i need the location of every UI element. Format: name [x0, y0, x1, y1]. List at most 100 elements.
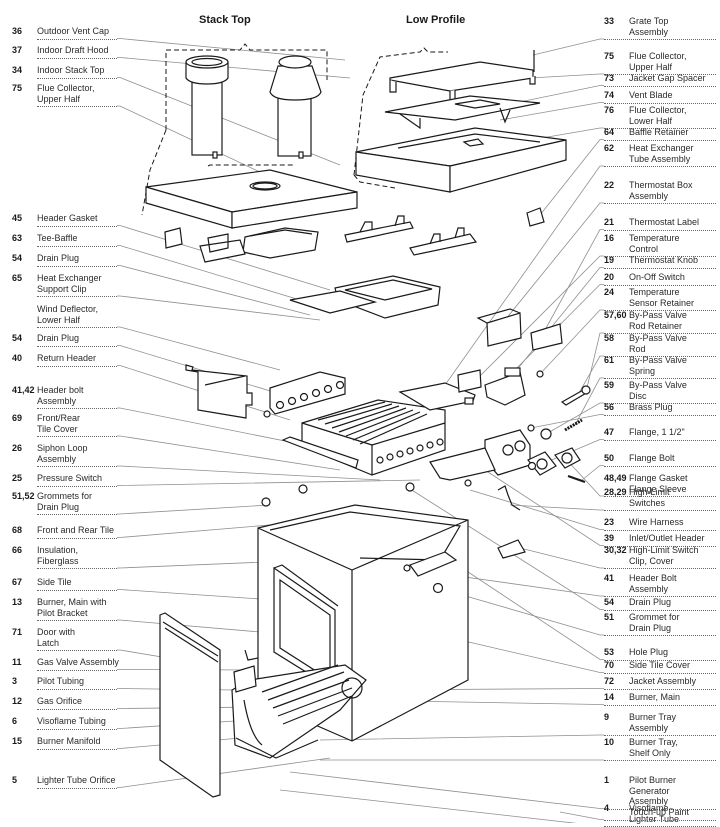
part-name: Temperature Sensor Retainer	[629, 287, 695, 308]
callout-underline	[37, 620, 117, 621]
burner-tray	[231, 664, 367, 759]
part-name: Flue Collector, Upper Half	[629, 51, 687, 72]
callout-underline	[37, 485, 117, 487]
part-name: Burner Tray Assembly	[629, 712, 677, 733]
tee-baffle-low	[344, 221, 414, 243]
part-number: 11	[12, 657, 22, 667]
leader-line	[494, 284, 604, 391]
part-name: Drain Plug	[629, 597, 672, 607]
part-number: 21	[604, 217, 615, 227]
callout-underline	[604, 529, 716, 531]
burner-main-end	[341, 677, 363, 699]
leader-line	[117, 326, 281, 371]
leader-line	[449, 559, 604, 660]
part-number: 54	[604, 597, 615, 607]
by-pass-valve-spring	[564, 418, 583, 432]
side-tile	[409, 551, 458, 577]
callout-underline	[604, 672, 716, 674]
part-number: 68	[12, 525, 23, 535]
part-number: 59	[604, 380, 615, 390]
callout-underline	[37, 728, 117, 730]
part-number: 28,29	[604, 487, 627, 497]
part-number: 48,49	[604, 473, 627, 483]
part-name: Burner Manifold	[37, 736, 101, 746]
switch-clip	[464, 397, 474, 405]
by-pass-valve-disc	[540, 428, 552, 440]
part-name: Front and Rear Tile	[37, 525, 115, 535]
part-name: Grate Top Assembly	[629, 16, 669, 37]
part-name: Pilot Tubing	[37, 676, 85, 686]
callout-underline	[604, 403, 716, 404]
part-number: 62	[604, 143, 615, 153]
callout-underline	[37, 568, 117, 569]
callout-underline	[604, 128, 716, 129]
leader-line	[564, 457, 604, 497]
callout-underline	[604, 85, 716, 87]
part-number: 61	[604, 355, 615, 365]
part-name: Visoflame Tubing	[37, 716, 106, 726]
stack-top-bracket	[165, 43, 328, 130]
part-name: Drain Plug	[37, 333, 80, 343]
leader-line	[117, 225, 331, 291]
part-name: Lighter Tube Orifice	[37, 775, 116, 785]
callout-underline	[604, 808, 716, 810]
part-name: Indoor Stack Top	[37, 65, 105, 75]
part-name: Pressure Switch	[37, 473, 103, 483]
part-number: 51	[604, 612, 615, 622]
callout-underline	[604, 284, 716, 286]
callout-underline	[604, 568, 716, 569]
callout-underline	[604, 102, 716, 104]
leader-line	[117, 295, 321, 321]
gas-valve-assembly	[233, 665, 257, 693]
leader-line	[469, 489, 604, 530]
front-rear-tile-cover	[281, 436, 359, 469]
part-name: Grommets for Drain Plug	[37, 491, 93, 512]
part-number: 23	[604, 517, 615, 527]
leader-line	[117, 265, 311, 316]
part-number: 10	[604, 737, 615, 747]
thermostat-box	[486, 312, 522, 347]
part-name: Header Gasket	[37, 213, 98, 223]
leader-line	[499, 102, 604, 121]
part-name: Side Tile	[37, 577, 72, 587]
part-number: 14	[604, 692, 615, 702]
part-name: Touch-up Paint	[629, 807, 690, 817]
part-name: Return Header	[37, 353, 97, 363]
part-name: Insulation, Fiberglass	[37, 545, 79, 566]
part-number: 65	[12, 273, 23, 283]
wind-deflector	[185, 364, 253, 419]
part-name: Wind Deflector, Lower Half	[37, 304, 99, 325]
flue-collector-lower	[242, 227, 319, 259]
leader-line	[117, 435, 341, 471]
callout-underline	[37, 408, 117, 409]
part-number: 76	[604, 105, 615, 115]
part-name: Drain Plug	[37, 253, 80, 263]
leader-line	[544, 229, 604, 331]
leader-line	[477, 255, 604, 379]
part-number: 57,60	[604, 310, 627, 320]
part-number: 9	[604, 712, 610, 722]
callout-underline	[604, 378, 716, 379]
part-name: By-Pass Valve Rod Retainer	[629, 310, 687, 331]
callout-underline	[37, 245, 117, 247]
callout-underline	[37, 589, 117, 591]
leader-line	[444, 165, 604, 386]
leader-line	[581, 465, 604, 481]
leader-line	[539, 139, 604, 216]
callout-underline	[604, 139, 716, 141]
drain-plug-left	[263, 410, 271, 418]
callout-underline	[604, 659, 716, 661]
leader-line	[437, 587, 604, 636]
outdoor-vent-cap	[185, 55, 229, 159]
part-number: 72	[604, 676, 615, 686]
part-name: Flange Bolt	[629, 453, 675, 463]
part-name: Flange, 1 1/2"	[629, 427, 685, 437]
jacket-gap-spacer	[384, 95, 541, 130]
callout-underline	[37, 225, 117, 227]
part-name: Header Bolt Assembly	[629, 573, 677, 594]
leader-line	[406, 486, 604, 610]
part-name: Thermostat Label	[629, 217, 700, 227]
part-number: 50	[604, 453, 615, 463]
part-name: Jacket Gap Spacer	[629, 73, 706, 83]
